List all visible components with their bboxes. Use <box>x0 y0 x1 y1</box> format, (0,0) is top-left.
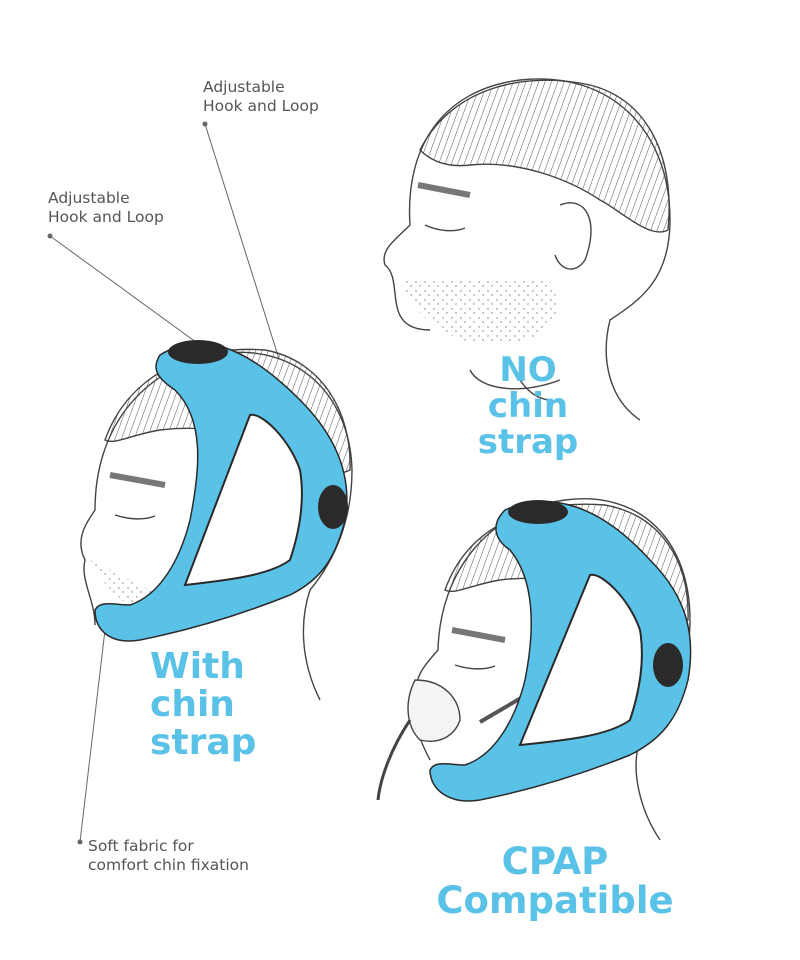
cpap-tube <box>376 719 412 801</box>
head-no-strap-hair <box>419 79 670 233</box>
callout-top: Adjustable Hook and Loop <box>203 78 319 115</box>
head-no-strap-jaw <box>469 369 561 390</box>
callout-left: Adjustable Hook and Loop <box>48 189 164 226</box>
head-no-strap-eye <box>424 224 466 232</box>
chin-strap-1-opening <box>183 413 303 587</box>
hook-loop-patch-side-2 <box>653 643 683 687</box>
head-with-strap <box>80 340 353 701</box>
hook-loop-patch-top-2 <box>508 500 568 524</box>
callout-bottom: Soft fabric for comfort chin fixation <box>88 837 249 874</box>
head-cpap <box>376 498 692 841</box>
head-no-strap-ear <box>554 202 592 270</box>
headline-cpap: CPAP Compatible <box>436 840 674 922</box>
callout-line-bottom <box>79 629 106 843</box>
head-no-strap-stubble <box>400 280 557 344</box>
chin-strap-2-opening <box>518 573 643 747</box>
head-no-strap-brow <box>417 182 471 198</box>
headline-no-strap: NO chin strap <box>477 350 579 462</box>
head-no-strap <box>383 78 671 421</box>
hook-loop-patch-side <box>318 485 348 529</box>
cpap-mask <box>407 679 461 742</box>
callout-line-left <box>49 235 201 346</box>
headline-with-strap: With chin strap <box>150 646 257 763</box>
hook-loop-patch-top <box>168 340 228 364</box>
